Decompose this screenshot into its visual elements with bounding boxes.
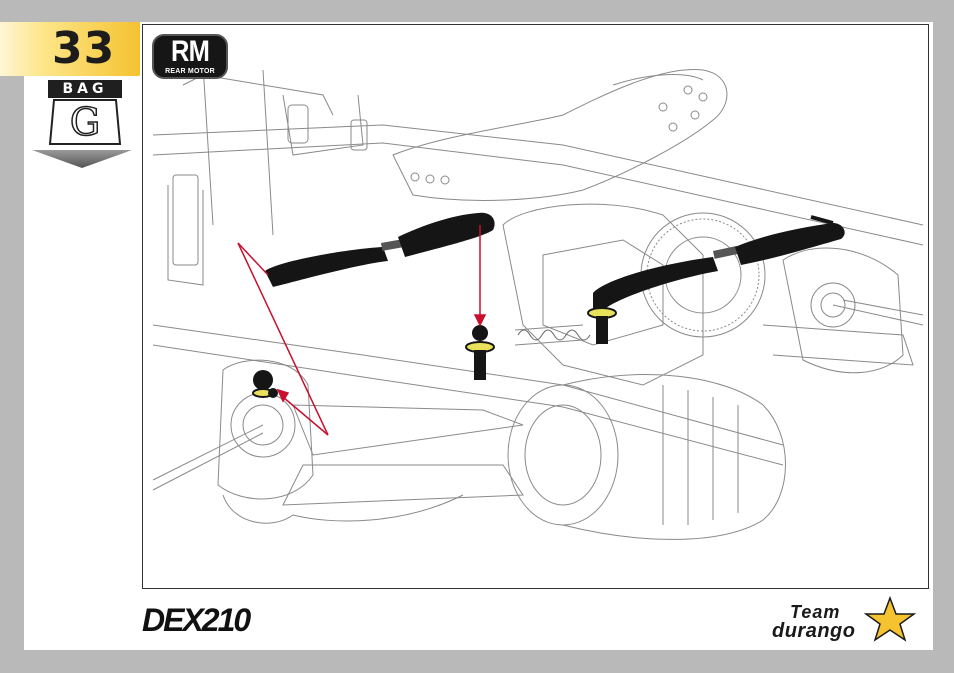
brand-line-durango: durango — [772, 620, 856, 643]
badge-subtitle: REAR MOTOR — [154, 67, 226, 76]
assembly-illustration — [142, 24, 929, 589]
model-logo: DEX210 — [142, 602, 249, 638]
ball-stud-center — [466, 325, 494, 380]
down-arrow-icon — [32, 150, 132, 175]
bag-letter: G — [48, 102, 122, 142]
ball-stud-right — [588, 308, 616, 344]
bag-icon: G — [48, 98, 122, 146]
step-number: 33 — [52, 23, 115, 75]
bag-label: BAG — [48, 80, 122, 98]
chassis-drawing — [143, 25, 929, 589]
turnbuckle-right — [593, 217, 845, 315]
bag-indicator: BAG G — [48, 80, 122, 148]
brand-logo: Team durango — [768, 596, 928, 648]
turnbuckle-left — [265, 213, 495, 287]
ball-stud-left — [253, 370, 278, 398]
badge-code: RM — [159, 37, 220, 67]
rear-motor-badge: RM REAR MOTOR — [152, 34, 228, 79]
